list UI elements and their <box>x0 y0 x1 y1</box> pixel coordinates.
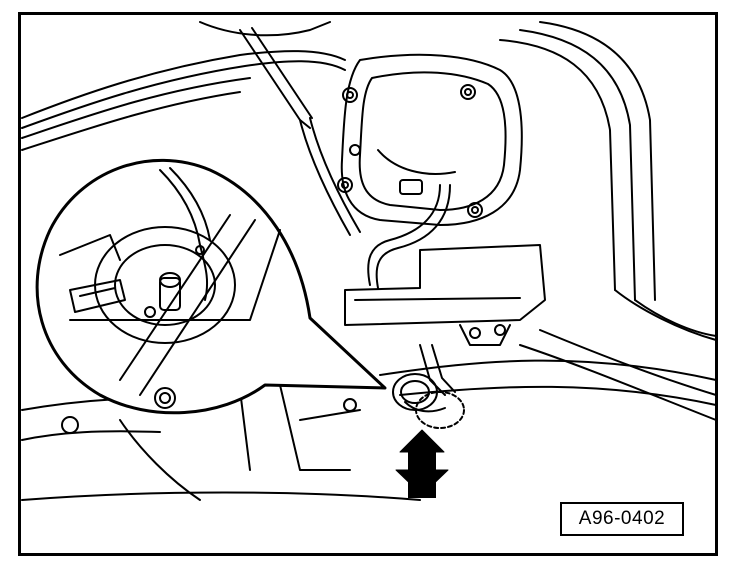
down-arrow-icon <box>395 429 449 498</box>
mounting-bracket <box>344 244 546 396</box>
wiring-harness <box>299 117 451 289</box>
magnified-detail-view <box>35 158 387 415</box>
grommet <box>392 373 465 429</box>
figure-reference-label: A96-0402 <box>560 502 684 536</box>
cable-bundle <box>21 21 346 151</box>
rear-panel <box>337 21 717 341</box>
